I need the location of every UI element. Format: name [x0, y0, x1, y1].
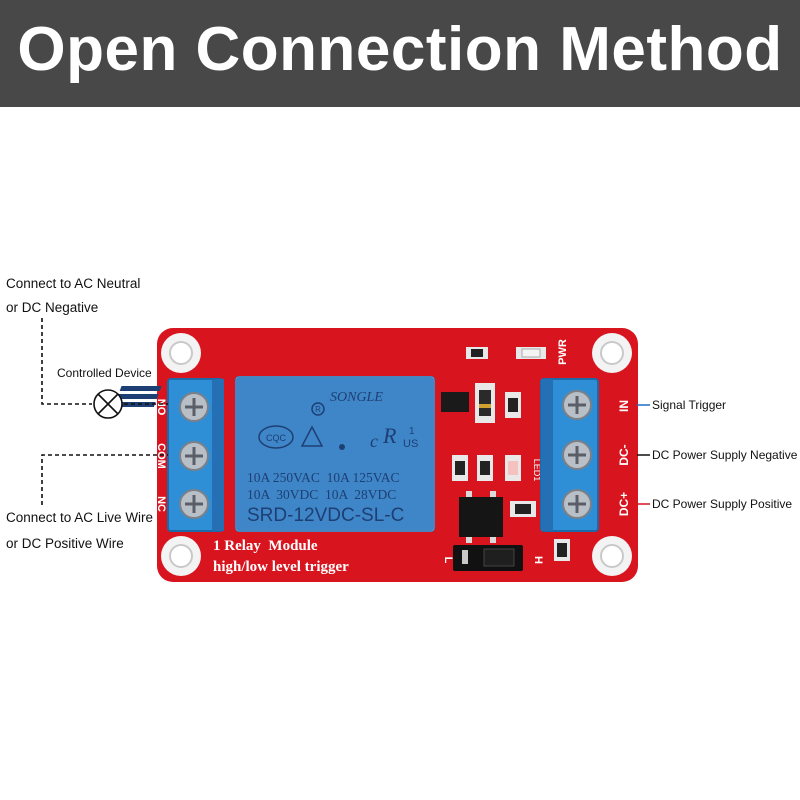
screw-dcp: [562, 489, 592, 519]
screw-nc: [179, 489, 209, 519]
relay-body: R c R: [113, 376, 435, 532]
label-neutral-line2: or DC Negative: [6, 300, 99, 315]
smd-components: [441, 347, 570, 561]
module-line-2: high/low level trigger: [213, 559, 349, 575]
relay-brand: SONGLE: [330, 390, 383, 405]
wire-com: [41, 454, 168, 505]
relay-rating-1: 10A 250VAC 10A 125VAC: [247, 470, 400, 485]
wire-no: [41, 318, 168, 405]
relay-cert: CQC: [266, 433, 287, 443]
module-line-1: 1 Relay Module: [213, 538, 318, 554]
relay-ul-num: 1: [409, 426, 415, 437]
controlled-device-symbol: [93, 389, 123, 419]
jumper-label-l: L: [442, 557, 454, 564]
label-controlled-device: Controlled Device: [57, 366, 152, 380]
pin-label-dcm: DC-: [617, 444, 631, 465]
pin-label-no: NO: [155, 399, 167, 416]
left-terminal-block: [167, 378, 224, 532]
relay-ul: US: [403, 438, 418, 450]
title-banner: [0, 0, 800, 107]
svg-text:R: R: [382, 423, 397, 448]
screw-dcm: [562, 440, 592, 470]
svg-text:c: c: [370, 431, 378, 451]
pin-label-in: IN: [617, 400, 631, 412]
relay-rating-2: 10A 30VDC 10A 28VDC: [247, 487, 396, 502]
pin-label-nc: NC: [155, 496, 167, 512]
page-title: Open Connection Method: [17, 15, 783, 84]
label-signal-trigger: Signal Trigger: [652, 398, 727, 412]
right-terminal-block: [540, 378, 599, 532]
label-live-line1: Connect to AC Live Wire: [6, 510, 154, 525]
led1-label: LED1: [532, 459, 542, 482]
pwr-label: PWR: [557, 339, 569, 365]
label-live-line2: or DC Positive Wire: [6, 536, 124, 551]
label-dc-positive: DC Power Supply Positive: [652, 497, 793, 511]
label-dc-negative: DC Power Supply Negative: [652, 448, 798, 462]
jumper-label-h: H: [532, 556, 544, 564]
screw-com: [179, 441, 209, 471]
jumper-header: [453, 545, 523, 571]
svg-text:R: R: [315, 405, 321, 414]
screw-no: [179, 392, 209, 422]
pin-label-dcp: DC+: [617, 492, 631, 516]
screw-in: [562, 390, 592, 420]
label-neutral-line1: Connect to AC Neutral: [6, 276, 141, 291]
pin-label-com: COM: [155, 443, 167, 469]
relay-model: SRD-12VDC-SL-C: [247, 505, 404, 526]
mounting-holes: [161, 333, 632, 576]
cqc-logo: [258, 425, 294, 449]
